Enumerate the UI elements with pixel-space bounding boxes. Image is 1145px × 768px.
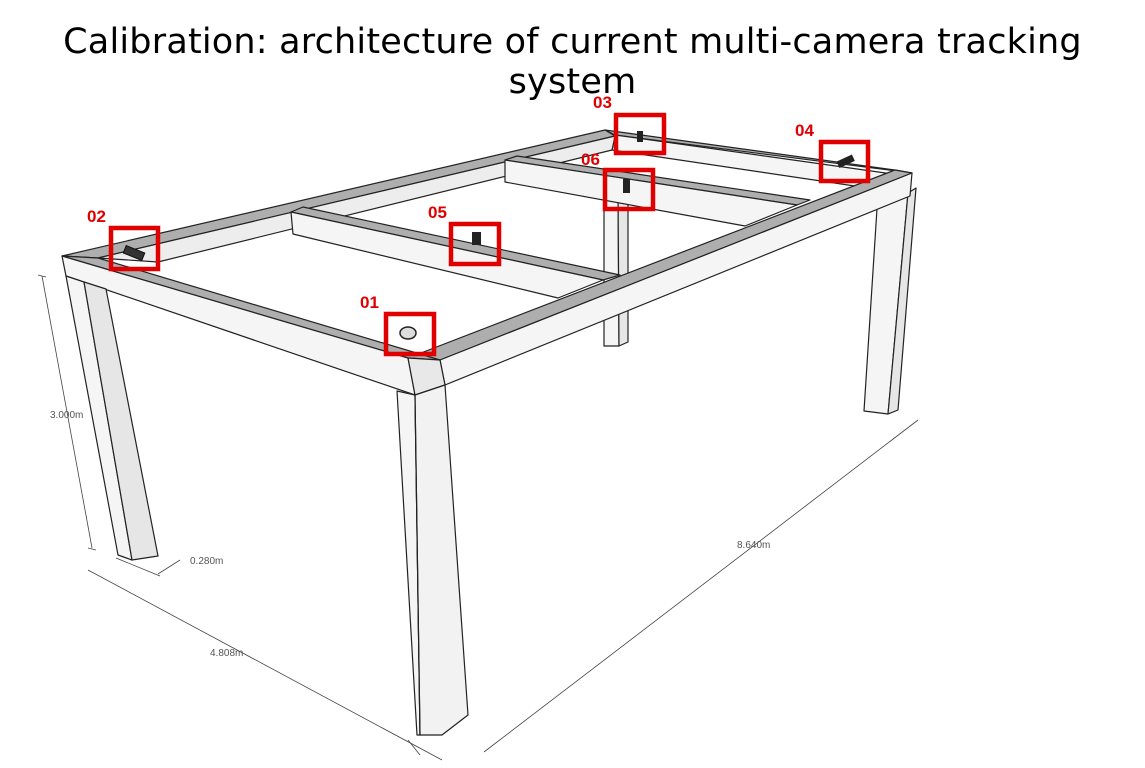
camera-icon <box>472 232 481 245</box>
dimension-length: 8.640m <box>737 540 770 551</box>
camera-label: 06 <box>581 150 600 169</box>
camera-05: 05 <box>428 203 502 267</box>
camera-icon <box>836 154 855 169</box>
camera-label: 01 <box>360 293 379 312</box>
camera-04: 04 <box>795 121 871 184</box>
diagram-title: Calibration: architecture of current mul… <box>63 22 1082 102</box>
camera-label: 05 <box>428 203 447 222</box>
camera-03: 03 <box>593 93 667 156</box>
camera-02: 02 <box>87 207 161 272</box>
beam-cross-05 <box>290 206 621 299</box>
camera-icon <box>637 131 643 142</box>
camera-icon <box>399 326 417 340</box>
dimension-width: 4.808m <box>210 648 243 659</box>
camera-01: 01 <box>360 293 437 357</box>
camera-icon <box>122 244 146 262</box>
post-front-corner <box>396 384 469 736</box>
camera-label: 04 <box>795 121 814 140</box>
camera-icon <box>623 179 630 193</box>
camera-06: 06 <box>581 150 656 212</box>
dimension-post-width: 0.280m <box>190 556 223 567</box>
camera-label: 02 <box>87 207 106 226</box>
post-front-left <box>65 275 159 561</box>
post-back-right <box>863 187 917 415</box>
camera-label: 03 <box>593 93 612 112</box>
dimension-height: 3.000m <box>50 410 83 421</box>
beam-front <box>61 255 446 396</box>
